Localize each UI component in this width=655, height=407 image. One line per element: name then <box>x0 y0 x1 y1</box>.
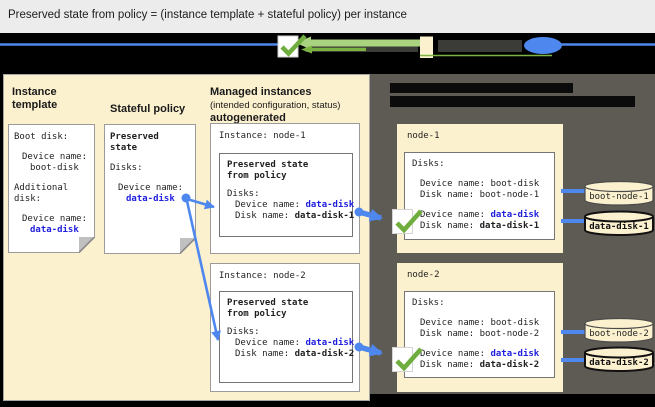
policy-device-value: data-disk <box>126 194 175 204</box>
vm-name: node-1 <box>407 131 440 141</box>
data-device-line: Device name: data-disk <box>420 210 540 220</box>
connector-boot-node-1 <box>561 189 585 193</box>
managed-instance-node-1: Instance: node-1 Preserved state from po… <box>210 123 360 254</box>
disk-name-line: Disk name: data-disk-2 <box>235 349 355 359</box>
vm-disks-box-node-1: Disks: Device name: boot-disk Disk name:… <box>404 152 555 240</box>
vm-name: node-2 <box>407 270 440 280</box>
boot-disk-section-label: Boot disk: <box>14 132 69 142</box>
additional-disk-label-1: Additional <box>14 183 69 193</box>
title-strip: Preserved state from policy = (instance … <box>0 0 655 33</box>
page-fold-icon <box>180 238 196 254</box>
preserved-state-title-1: Preserved <box>110 132 159 142</box>
managed-instance-node-2: Instance: node-2 Preserved state from po… <box>210 263 360 392</box>
attached-check-node-1 <box>392 209 423 234</box>
additional-disk-label-2: disk: <box>14 194 42 204</box>
legend-green-arrow-light <box>296 36 420 50</box>
boot-device-value: boot-disk <box>30 163 79 173</box>
boot-device-line: Device name: boot-disk <box>420 318 540 328</box>
legend-band <box>0 33 655 74</box>
legend-beige-swatch-icon <box>420 36 433 58</box>
data-device-value: data-disk <box>30 225 79 235</box>
illegible-heading-bar-2 <box>390 96 635 107</box>
managed-instance-title: Instance: node-1 <box>219 131 306 141</box>
managed-instances-heading: Managed instances (intended configuratio… <box>210 86 341 124</box>
illegible-heading-bar-1 <box>390 83 573 93</box>
stateful-policy-card: Preserved state Disks: Device name: data… <box>104 124 196 254</box>
svg-text:data-disk-2: data-disk-2 <box>589 357 649 368</box>
connector-data-disk-2 <box>561 358 585 362</box>
diagram-title: Preserved state from policy = (instance … <box>8 9 407 21</box>
boot-device-label: Device name: <box>22 152 88 162</box>
disk-cylinder-boot-node-2: boot-node-2 <box>584 317 654 343</box>
legend-disk-oval-icon <box>524 37 562 54</box>
check-icon <box>395 209 423 234</box>
device-name-line: Device name: data-disk <box>235 338 355 348</box>
preserved-state-box-node-2: Preserved state from policy Disks: Devic… <box>219 291 355 383</box>
vm-node-1: node-1 Disks: Device name: boot-disk Dis… <box>397 124 563 253</box>
legend-check-icon <box>280 34 307 57</box>
vm-disks-box-node-2: Disks: Device name: boot-disk Disk name:… <box>404 291 555 378</box>
connector-data-disk-1 <box>561 219 585 223</box>
device-name-line: Device name: data-disk <box>235 200 355 210</box>
legend-graphics <box>0 34 655 58</box>
attached-check-node-2 <box>392 347 423 372</box>
boot-device-line: Device name: boot-disk <box>420 179 540 189</box>
connector-boot-node-2 <box>561 330 585 334</box>
preserved-state-title-2: state <box>110 143 138 153</box>
disks-label: Disks: <box>110 163 143 173</box>
stateful-policy-heading: Stateful policy <box>110 103 186 115</box>
managed-instance-title: Instance: node-2 <box>219 271 306 281</box>
policy-device-label: Device name: <box>118 183 184 193</box>
data-disk-line: Disk name: data-disk-2 <box>420 360 540 370</box>
svg-text:boot-node-1: boot-node-1 <box>589 192 649 202</box>
disk-cylinder-data-disk-1: data-disk-1 <box>584 210 654 236</box>
disk-cylinder-data-disk-2: data-disk-2 <box>584 346 654 372</box>
legend-green-arrow-dark <box>301 45 366 54</box>
preserved-state-box-node-1: Preserved state from policy Disks: Devic… <box>219 153 355 237</box>
instance-template-card: Boot disk: Device name: boot-disk Additi… <box>8 124 95 253</box>
legend-illegible-text-bar-2 <box>438 40 522 52</box>
check-icon <box>395 347 423 372</box>
data-device-label: Device name: <box>22 214 88 224</box>
instance-template-heading: Instance template <box>12 86 58 111</box>
disk-name-line: Disk name: data-disk-1 <box>235 211 355 221</box>
page-fold-icon <box>79 237 95 253</box>
data-device-line: Device name: data-disk <box>420 349 540 359</box>
svg-text:data-disk-1: data-disk-1 <box>589 221 649 232</box>
disk-cylinder-boot-node-1: boot-node-1 <box>584 180 654 206</box>
data-disk-line: Disk name: data-disk-1 <box>420 221 540 231</box>
boot-disk-line: Disk name: boot-node-2 <box>420 329 540 339</box>
vm-node-2: node-2 Disks: Device name: boot-disk Dis… <box>397 263 563 392</box>
boot-disk-line: Disk name: boot-node-1 <box>420 190 540 200</box>
svg-text:boot-node-2: boot-node-2 <box>589 329 649 339</box>
